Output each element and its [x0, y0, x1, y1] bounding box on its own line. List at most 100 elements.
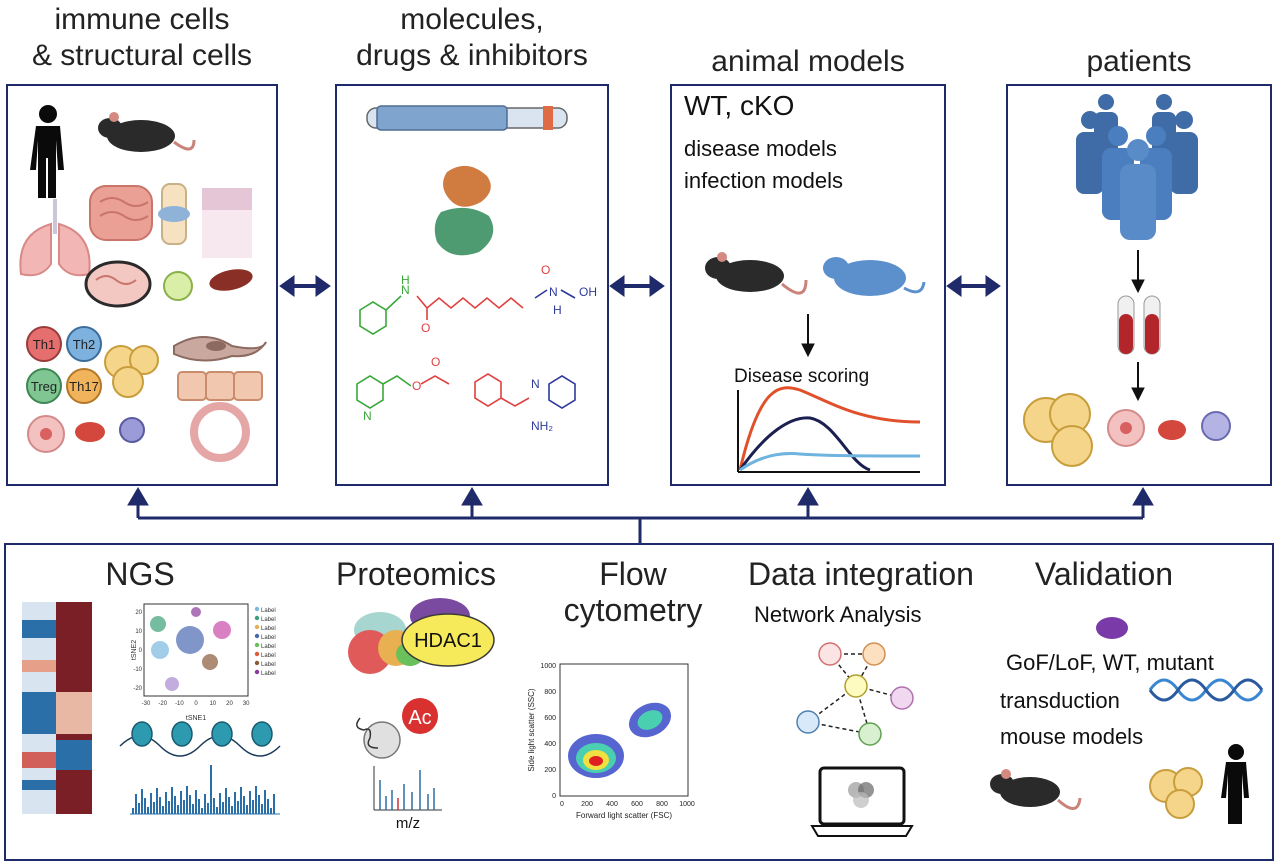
- chip-seq-bar: [174, 796, 176, 814]
- transduction-label: transduction: [1000, 688, 1120, 713]
- column-title-immune-line2: & structural cells: [31, 39, 253, 72]
- chip-seq-bar: [153, 802, 155, 814]
- chip-seq-bar: [234, 792, 236, 814]
- chip-seq-bar: [135, 794, 137, 814]
- tsne-ytick: 10: [135, 629, 142, 635]
- vessel-icon: [190, 402, 250, 462]
- chip-seq-bar: [156, 788, 158, 814]
- chip-seq-bar: [225, 788, 227, 814]
- chip-seq-bar: [180, 791, 182, 814]
- mouse-models-label: mouse models: [1000, 724, 1144, 749]
- scoring-arrow: [801, 314, 815, 358]
- intestine-icon: [89, 185, 153, 241]
- patient-dendritic-cell-icon: [1201, 411, 1231, 441]
- chip-seq-bar: [264, 790, 266, 814]
- chem-oh: OH: [579, 285, 597, 299]
- treg-label: Treg: [31, 379, 57, 394]
- chem-h-2: H: [553, 303, 562, 317]
- double-arrow-1: [279, 275, 331, 297]
- tsne-legend-marker: [254, 651, 260, 657]
- mz-label: m/z: [396, 815, 420, 832]
- chip-seq-bar: [210, 765, 212, 814]
- flow-ytick: 1000: [540, 663, 556, 670]
- column-title-molecules-line1: molecules,: [400, 3, 544, 36]
- chip-seq-bar: [204, 794, 206, 814]
- genotype-label: WT, cKO: [684, 90, 795, 121]
- flow-xtick: 200: [581, 801, 593, 808]
- tsne-legend-label: Label: [261, 662, 276, 668]
- mouse-icon: [98, 112, 196, 152]
- tsne-legend-marker: [254, 606, 260, 612]
- tsne-legend-label: Label: [261, 671, 276, 677]
- flow-xtick: 1000: [679, 801, 695, 808]
- ngs-title: NGS: [105, 556, 175, 592]
- tsne-legend-label: Label: [261, 608, 276, 614]
- tsne-ytick: 0: [139, 648, 143, 654]
- macrophage-icon: [27, 415, 65, 453]
- chip-seq-bar: [201, 808, 203, 814]
- chem-o-4: O: [431, 355, 440, 369]
- chip-seq-bar: [165, 792, 167, 814]
- epithelial-cells-icon: [177, 371, 263, 401]
- dendritic-cell-icon: [119, 417, 145, 443]
- skin-icon: [202, 188, 252, 258]
- protein-complex-icon: [348, 598, 495, 674]
- flow-title-line1: Flow: [599, 556, 667, 592]
- chip-seq-bar: [141, 789, 143, 814]
- tsne-xtick: 30: [243, 701, 250, 707]
- ngs-heatmap: [22, 602, 92, 814]
- tsne-plot: [143, 603, 249, 697]
- fibroblast-icon: [173, 336, 267, 362]
- chip-seq-bar: [192, 804, 194, 814]
- tsne-xtick: -10: [175, 701, 184, 707]
- tsne-ytick: 20: [135, 610, 142, 616]
- scoring-curve-blue: [739, 452, 921, 472]
- tsne-xtick: 0: [194, 701, 198, 707]
- chip-seq-bar: [237, 801, 239, 814]
- flow-xtick: 400: [606, 801, 618, 808]
- chip-seq-bar: [189, 795, 191, 814]
- chip-seq-bar: [168, 801, 170, 814]
- dna-helix-icon: [1148, 678, 1264, 702]
- patient-b-cells-icon: [1023, 393, 1093, 467]
- column-title-molecules: molecules, drugs & inhibitors: [322, 2, 622, 74]
- chip-seq-bar: [258, 795, 260, 814]
- tsne-legend-marker: [254, 633, 260, 639]
- tsne-ytick: -20: [133, 686, 142, 692]
- chip-seq-bar: [177, 805, 179, 814]
- chem-h-1: H: [401, 273, 410, 287]
- validation-human-icon: [1221, 744, 1249, 824]
- tsne-legend-label: Label: [261, 617, 276, 623]
- chemical-structure-2: [356, 373, 576, 409]
- tsne-legend-marker: [254, 615, 260, 621]
- disease-models-label: disease models: [684, 136, 837, 161]
- double-arrow-3: [946, 275, 1001, 297]
- flow-ytick: 200: [544, 767, 556, 774]
- column-title-molecules-line2: drugs & inhibitors: [356, 39, 588, 72]
- flow-xtick: 0: [560, 801, 564, 808]
- patient-macrophage-icon: [1107, 409, 1145, 447]
- acetyl-protein-icon: [356, 698, 438, 759]
- network-analysis-label: Network Analysis: [754, 602, 922, 627]
- black-mouse-icon: [705, 252, 808, 295]
- chip-seq-bar: [195, 790, 197, 814]
- chemical-structure-1: [359, 289, 576, 335]
- th2-cell-icon: [66, 326, 102, 362]
- chip-seq-bar: [150, 793, 152, 814]
- patients-arrow-2: [1131, 362, 1145, 402]
- chip-seq-bar: [207, 803, 209, 814]
- chip-seq-bar: [246, 805, 248, 814]
- protein-structure-icon: [434, 165, 494, 256]
- column-title-patients: patients: [1006, 44, 1272, 80]
- chip-seq-bar: [270, 808, 272, 814]
- tsne-legend-label: Label: [261, 635, 276, 641]
- chip-seq-bar: [228, 797, 230, 814]
- tsne-xtick: -20: [158, 701, 167, 707]
- chip-seq-bar: [240, 787, 242, 814]
- flow-title: Flow cytometry: [548, 556, 718, 628]
- joint-icon: [158, 183, 190, 245]
- node-icon: [163, 271, 193, 301]
- chip-seq-bar: [213, 798, 215, 814]
- b-cell-cluster-icon: [104, 345, 159, 398]
- tsne-legend-marker: [254, 669, 260, 675]
